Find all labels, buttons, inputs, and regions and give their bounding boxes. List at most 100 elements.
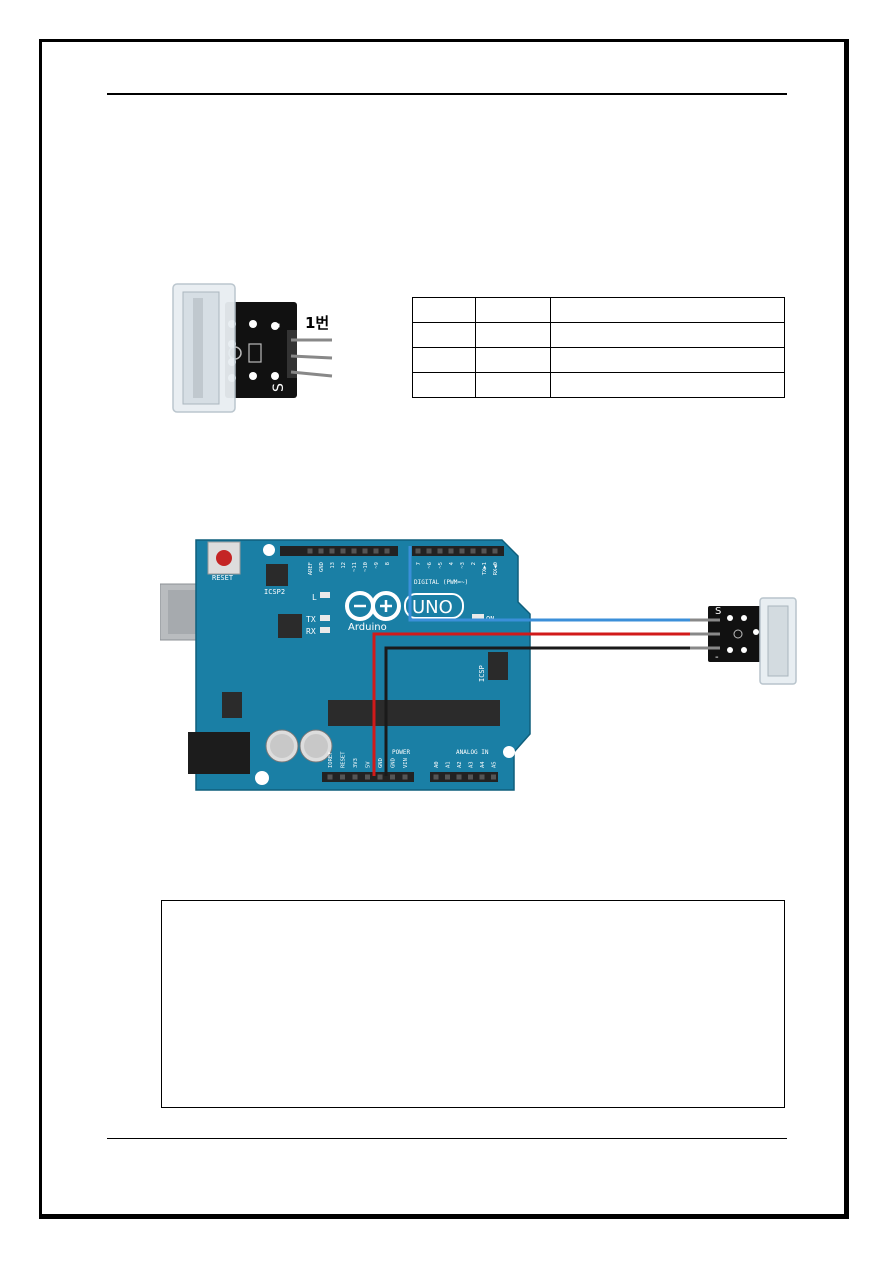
header-pin-hole [426,548,432,554]
header-pin-hole [307,548,313,554]
header-pin-label: 5V [366,761,372,768]
power-label: POWER [392,749,410,756]
header-pin-hole [448,548,454,554]
right-header-pins: 7 ~6 ~5 4 ~3 2 TX▶1 RX◀0 [415,548,499,575]
header-pin-label: AREF [308,562,314,575]
module-pin-label-minus: - [271,323,287,328]
header-pin-hole [340,774,345,780]
header-pin-hole [318,548,324,554]
header-pin-label: ~6 [427,562,433,569]
header-pin-label: 13 [330,562,336,569]
header-pin-label: RESET [341,751,347,768]
header-rule [107,93,787,95]
wired-module-minus-label: - [715,652,719,663]
header-pin-label: A3 [469,761,475,768]
arduino-board [195,539,531,791]
signal-wire [408,546,708,622]
header-pin-hole [384,548,390,554]
model-name: UNO [412,597,453,618]
led-tx-label: TX [306,615,316,624]
header-pin-label: A1 [446,761,452,768]
dc-power-jack [188,732,250,774]
pin-table [412,297,785,398]
wired-module-s-label: S [715,606,721,617]
header-pin-label: ~9 [374,562,380,569]
icsp2-label: ICSP2 [264,588,285,596]
header-pin-label: 4 [449,561,455,565]
module-pin-label-s: S [271,383,287,392]
header-pin-hole [365,774,370,780]
header-pin-label: A2 [457,761,463,768]
top-header-pins: AREF GND 13 12 ~11 ~10 ~9 8 [307,548,391,575]
header-pin-label: RX◀0 [493,562,499,575]
header-pin-label: 3V3 [353,758,359,768]
led-rx-label: RX [306,627,316,636]
header-pin-hole [445,774,450,780]
header-pin-label: GND [391,758,397,768]
analog-label: ANALOG IN [456,749,489,756]
sensor-module-wired: S - [690,597,797,685]
header-pin-label: VIN [403,758,409,768]
page-border [39,39,849,1219]
header-pin-hole [390,774,395,780]
table-row [412,347,785,373]
header-pin-hole [327,774,333,780]
header-pin-hole [456,774,462,780]
header-pin-hole [481,548,487,554]
header-pin-hole [459,548,465,554]
header-pin-label: ~11 [352,562,358,572]
footer-rule [107,1138,787,1139]
code-box [161,900,785,1108]
icsp-label: ICSP [478,665,486,682]
sensor-module-photo: S - 1번 [172,283,333,413]
header-pin-label: ~10 [363,562,369,572]
header-pin-hole [479,774,485,780]
header-pin-label: 2 [471,562,477,565]
analog-header-pins: A0 A1 A2 A3 A4 A5 [433,761,498,780]
header-pin-hole [352,774,358,780]
header-pin-label: 8 [385,562,391,565]
header-pin-hole [437,548,443,554]
header-pin-hole [377,774,383,780]
power-header-pins: IOREF RESET 3V3 5V GND GND VIN [327,751,409,780]
header-pin-hole [340,548,346,554]
header-pin-hole [351,548,357,554]
pin-1-callout: 1번 [305,314,329,332]
header-pin-label: A0 [434,761,440,768]
right-header [412,546,504,556]
header-pin-hole [402,774,408,780]
reset-label: RESET [212,574,234,582]
header-pin-hole [373,548,379,554]
header-pin-label: GND [378,758,384,768]
header-pin-label: 7 [416,562,422,565]
analog-header [430,772,498,782]
header-pin-label: ~3 [460,562,466,569]
header-pin-hole [468,774,473,780]
brand-name: Arduino [348,622,387,633]
table-row [412,372,785,398]
digital-header-label: DIGITAL (PWM=~) [414,579,468,586]
header-pin-hole [415,548,421,554]
header-pin-hole [329,548,335,554]
ground-wire [384,646,708,776]
header-pin-label: 12 [341,562,347,569]
header-pin-label: A4 [480,761,486,768]
header-pin-label: ~5 [438,562,444,569]
header-pin-hole [491,774,496,780]
header-pin-hole [433,774,439,780]
header-pin-hole [492,548,498,554]
header-pin-label: A5 [492,761,498,768]
header-pin-hole [362,548,368,554]
table-row [412,322,785,348]
top-header [280,546,398,556]
header-pin-label: IOREF [328,751,334,768]
header-pin-label: GND [319,562,325,572]
arduino-logo: Arduino UNO [345,591,464,633]
power-wire [372,632,708,776]
header-pin-hole [470,548,476,554]
header-pin-label: TX▶1 [482,562,488,575]
led-l-label: L [312,593,317,602]
microcontroller-chip [328,700,500,726]
table-row [412,297,785,323]
